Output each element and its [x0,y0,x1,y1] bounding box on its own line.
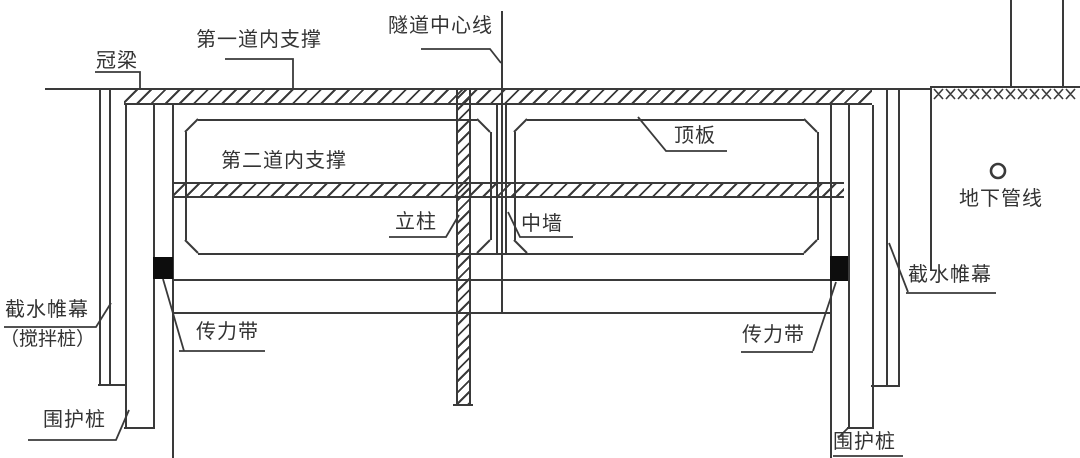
crown-beam-leader [95,71,141,88]
left-cell-right-edge [490,132,492,240]
water-cutoff-curtain-left-leader [4,302,112,328]
cell-corner-bevel [476,118,491,133]
force-transfer-belt-left-leader [162,278,185,352]
retaining-pile-left-leader [28,409,130,441]
left-cell-left-edge [185,132,187,240]
ground-line-left [45,88,124,90]
label-force-transfer-belt-left: 传力带 [196,321,259,343]
label-retaining-pile-right: 围护桩 [833,431,896,453]
water-cutoff-curtain-right-leader [888,242,909,293]
ground-line-far-right [930,86,1080,88]
label-column: 立柱 [395,211,437,233]
right-cell-left-edge [514,132,516,240]
wall-face-left [172,105,174,458]
column-leader [389,214,460,238]
soil-boundary-line [930,87,932,271]
pile-cap-right-inner [847,427,874,429]
column-bottom-cap [453,404,473,406]
pile-line-right-mid [886,88,888,386]
middle-wall-right-face [505,105,507,253]
bottom-slab-lower-line [172,279,830,281]
column-hatched-member [456,88,471,404]
force-transfer-belt-right-leader [812,281,837,352]
pipeline-circle-icon [989,162,1007,180]
label-water-cutoff-curtain-right: 截水帷幕 [908,264,992,286]
retaining-pile-right-leader [837,427,849,439]
first-inner-support-leader [225,58,294,88]
excavation-base-line [172,312,830,314]
middle-wall-leader [507,211,573,238]
first-inner-support-band [124,88,872,105]
cell-corner-bevel [513,118,528,133]
right-cell-right-edge [817,132,819,240]
pile-line-left-outer [99,88,101,385]
cell-corner-bevel [803,118,818,133]
wall-face-right [830,105,832,458]
label-water-cutoff-curtain-left: 截水帷幕 [5,299,89,321]
second-inner-support-band [172,182,844,198]
tunnel-center-line-leader [421,48,502,64]
pile-line-left-mid [109,88,111,385]
label-force-transfer-belt-right: 传力带 [742,324,805,346]
cell-corner-bevel [184,118,199,133]
label-first-inner-support: 第一道内支撑 [196,29,322,51]
left-cell-top-edge [198,119,477,121]
cell-corner-bevel [803,239,818,254]
retaining-pile-right-line [848,105,850,428]
label-middle-wall: 中墙 [521,213,563,235]
force-transfer-belt-left-block [153,257,173,279]
ground-line-right [872,88,932,90]
label-water-cutoff-curtain-left-sub: （搅拌桩） [0,329,96,350]
pile-line-left-inner [125,105,127,428]
pile-line-right-outer [898,88,900,386]
pile-line-right-inner [872,105,874,428]
tunnel-center-line [501,11,503,313]
pile-cap-left-outer [98,384,126,386]
label-second-inner-support: 第二道内支撑 [221,150,347,172]
pile-cap-right-outer [871,385,900,387]
surface-structure-left-wall [1010,0,1012,88]
roof-slab-leader [637,116,727,152]
surface-structure-right-wall [1062,0,1064,88]
cell-corner-bevel [184,239,199,254]
label-crown-beam: 冠梁 [96,50,138,72]
pile-cap-left-inner [124,427,155,429]
right-cell-top-edge [527,119,804,121]
cell-corner-bevel [476,239,491,254]
middle-wall-left-face [496,105,498,253]
label-tunnel-center-line: 隧道中心线 [388,15,493,37]
cell-corner-bevel [513,239,528,254]
label-retaining-pile-left: 围护桩 [43,409,106,431]
ground-hatch-marks [933,88,1076,100]
force-transfer-belt-right-block [830,256,848,281]
label-underground-pipeline: 地下管线 [959,188,1043,210]
label-roof-slab: 顶板 [674,125,716,147]
